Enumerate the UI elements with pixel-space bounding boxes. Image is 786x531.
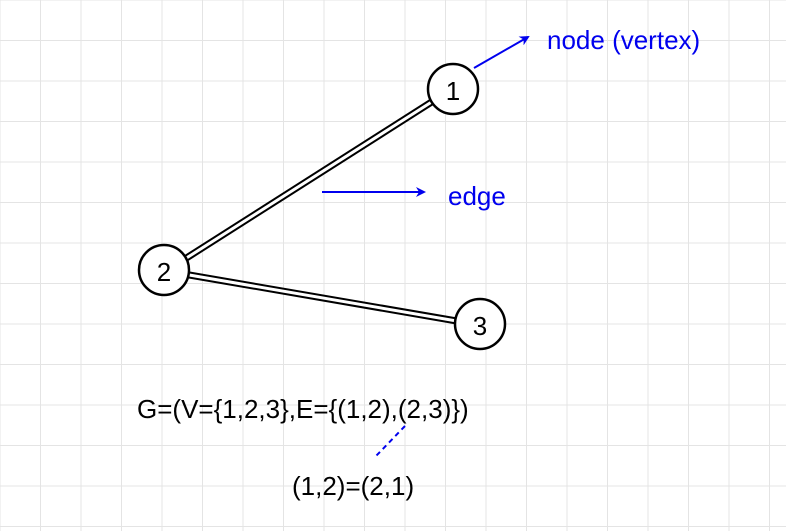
node-annotation-label: node (vertex)	[547, 25, 700, 55]
node-3: 3	[453, 297, 507, 351]
node-2: 2	[137, 243, 191, 297]
node-2-label: 2	[157, 257, 171, 287]
graph-definition-formula: G=(V={1,2,3},E={(1,2),(2,3)})	[137, 394, 469, 424]
edge-equivalence-formula: (1,2)=(2,1)	[292, 471, 414, 501]
node-1-label: 1	[446, 76, 460, 106]
node-1: 1	[426, 62, 480, 116]
dashed-connector	[375, 425, 406, 457]
node-3-label: 3	[473, 311, 487, 341]
edge-2-1	[164, 86, 454, 274]
node-annotation-arrow	[473, 36, 530, 69]
edge-2-3	[165, 267, 481, 329]
edge-annotation-label: edge	[448, 181, 506, 211]
